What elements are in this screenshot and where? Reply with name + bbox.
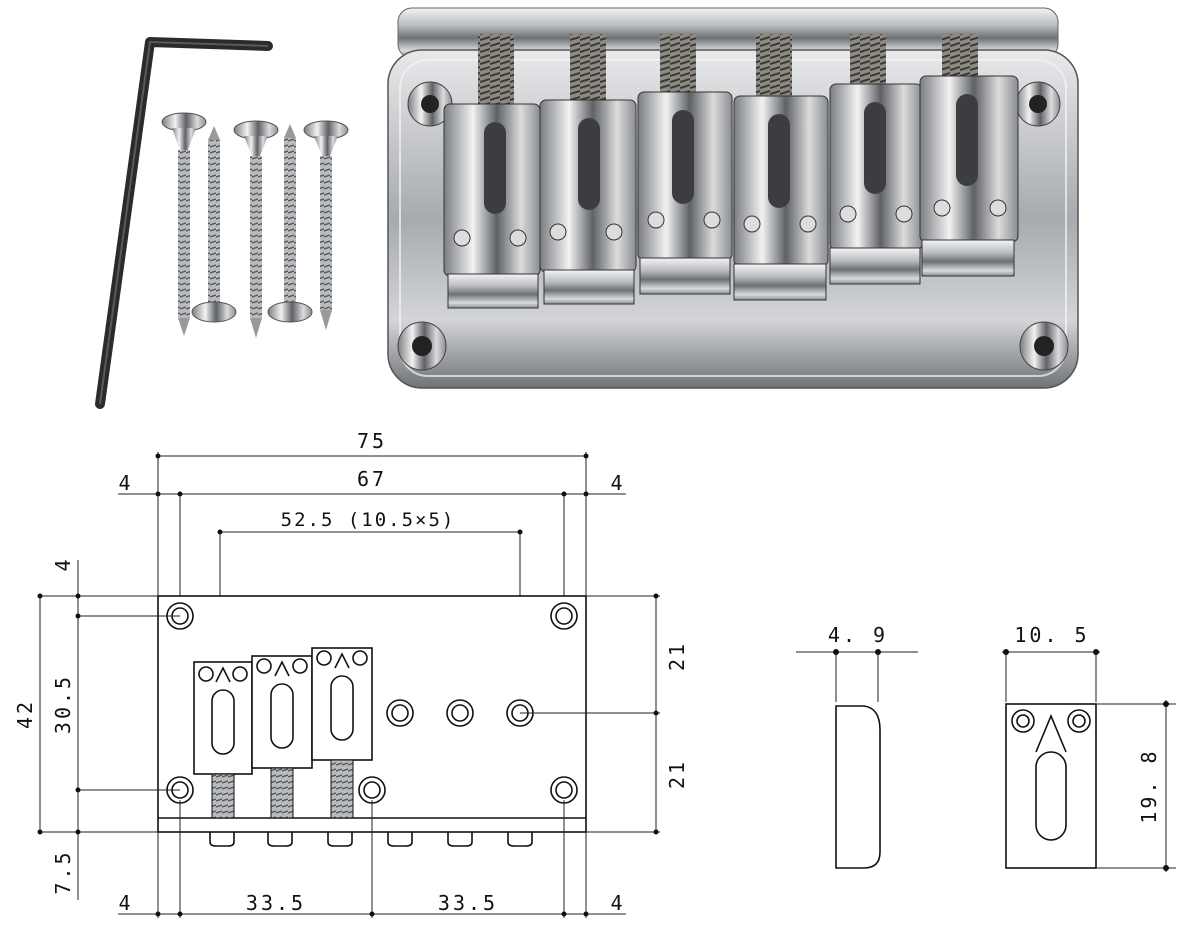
drawing-hole-icon xyxy=(550,602,578,630)
string-hole-icon xyxy=(386,699,414,727)
drawing-saddle-icon xyxy=(311,647,373,819)
dim-left-top-margin: 4 xyxy=(51,556,75,571)
mounting-screws xyxy=(161,112,349,338)
saddle-icon xyxy=(637,91,733,295)
saddle-profile-drawing: 4. 9 xyxy=(796,623,918,869)
saddle-front-drawing: 10. 5 19. 8 xyxy=(1002,623,1176,872)
screw-icon xyxy=(191,126,237,323)
bridge-photo xyxy=(387,7,1079,389)
drawing-saddle-icon xyxy=(193,661,253,819)
dim-right-margin-top: 4 xyxy=(610,471,625,495)
dim-overall-width: 75 xyxy=(357,429,387,453)
drawing-saddle-icon xyxy=(251,655,313,819)
mount-hole-icon xyxy=(1019,321,1069,371)
saddle-icon xyxy=(829,83,923,285)
saddle-icon xyxy=(919,75,1019,277)
dim-bottom-lip: 7.5 xyxy=(51,849,75,894)
dim-string-spacing: 52.5 (10.5×5) xyxy=(281,509,456,531)
dim-left-margin-bottom: 4 xyxy=(118,891,133,915)
dim-left-half: 33.5 xyxy=(246,891,306,915)
dim-saddle-span: 30.5 xyxy=(51,674,75,734)
drawing-hole-icon xyxy=(358,776,386,804)
dim-left-margin-top: 4 xyxy=(118,471,133,495)
dim-saddle-height: 19. 8 xyxy=(1137,748,1161,823)
string-hole-icon xyxy=(446,699,474,727)
mount-hole-icon xyxy=(397,321,447,371)
screw-icon xyxy=(303,120,349,330)
drawing-hole-icon xyxy=(550,776,578,804)
screw-icon xyxy=(267,124,313,323)
hex-key-icon xyxy=(95,37,273,409)
dim-saddle-width: 10. 5 xyxy=(1014,623,1089,647)
dim-overall-height: 42 xyxy=(13,699,37,729)
dim-right-half: 33.5 xyxy=(438,891,498,915)
screw-icon xyxy=(161,112,207,336)
saddle-icon xyxy=(539,99,637,305)
dim-saddle-thickness: 4. 9 xyxy=(828,623,888,647)
saddle-icon xyxy=(733,95,829,301)
saddle-icon xyxy=(443,103,541,309)
mount-hole-icon xyxy=(1015,81,1061,127)
string-notches xyxy=(209,832,533,847)
top-view-drawing: 75 67 4 4 52.5 (10.5×5) xyxy=(13,429,689,918)
dim-right-lower: 21 xyxy=(665,759,689,789)
screw-icon xyxy=(233,120,279,338)
dim-right-margin-bottom: 4 xyxy=(610,891,625,915)
dim-right-upper: 21 xyxy=(665,641,689,671)
saddle-springs xyxy=(478,34,978,106)
mount-hole-icon xyxy=(407,81,453,127)
dim-mount-hole-spacing: 67 xyxy=(357,467,387,491)
